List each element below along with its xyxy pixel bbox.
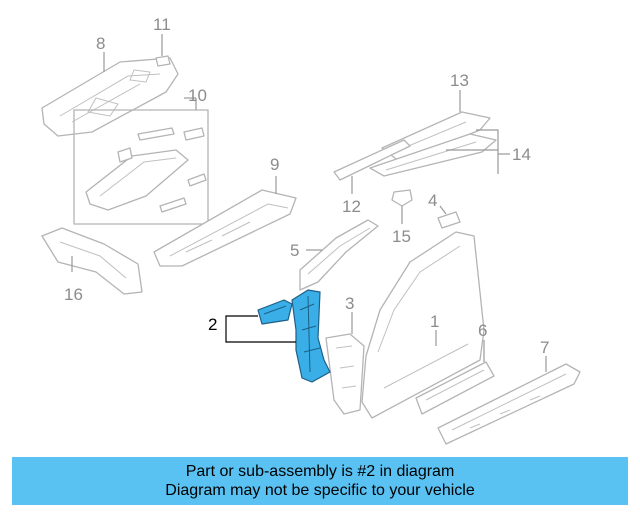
info-banner: Part or sub-assembly is #2 in diagram Di… — [12, 457, 628, 505]
callout-3: 3 — [345, 294, 354, 313]
callout-1: 1 — [430, 312, 439, 331]
callout-8: 8 — [96, 34, 105, 53]
callout-5: 5 — [290, 241, 299, 260]
callout-2: 2 — [208, 315, 217, 334]
callout-11: 11 — [153, 15, 171, 34]
part-5-pillar-upper[interactable] — [299, 219, 379, 291]
banner-line-1: Part or sub-assembly is #2 in diagram — [185, 463, 455, 480]
callout-14: 14 — [512, 145, 531, 164]
callout-7: 7 — [540, 338, 549, 357]
part-6-rocker-reinforcement[interactable] — [415, 361, 495, 415]
callout-16: 16 — [64, 285, 83, 304]
callout-9: 9 — [270, 155, 279, 174]
part-11-bracket[interactable] — [155, 55, 171, 67]
part-4-bracket[interactable] — [437, 211, 461, 229]
callout-12: 12 — [342, 197, 361, 216]
part-12-roof-strip[interactable] — [333, 139, 411, 181]
callout-10: 10 — [188, 86, 207, 105]
part-7-rocker-inner[interactable] — [437, 363, 581, 445]
part-8-floor-pan[interactable] — [41, 57, 179, 137]
part-9-floor-side-panel[interactable] — [153, 189, 297, 267]
part-10-floor-frame-box[interactable] — [73, 109, 209, 225]
part-15-clip[interactable] — [391, 189, 413, 207]
callout-4: 4 — [428, 191, 437, 210]
part-16-floor-extension[interactable] — [41, 227, 143, 295]
banner-line-2: Diagram may not be specific to your vehi… — [165, 482, 475, 499]
part-3-pillar-lower[interactable] — [325, 333, 365, 415]
part-1-body-side[interactable] — [361, 231, 485, 419]
part-2-pillar-assembly-highlighted[interactable] — [257, 289, 331, 383]
callout-6: 6 — [478, 321, 487, 340]
callout-13: 13 — [450, 71, 469, 90]
parts-diagram: 8 11 10 9 16 13 — [41, 15, 581, 445]
part-14-roof-rail-inner[interactable] — [369, 133, 497, 177]
callout-15: 15 — [392, 227, 411, 246]
